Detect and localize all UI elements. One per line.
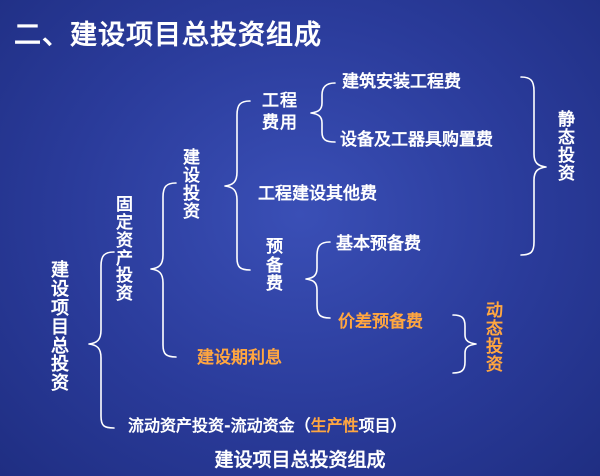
working-capital-highlight: 生产性	[310, 416, 359, 435]
working-capital-prefix: 流动资产投资-流动资金（	[128, 416, 311, 435]
static-investment-brace	[520, 76, 547, 256]
working-capital-node: 流动资产投资-流动资金（生产性项目）	[128, 418, 407, 434]
root-brace	[88, 251, 115, 429]
dynamic-investment-label: 动态投资	[486, 301, 503, 375]
static-investment-node: 静态投资	[558, 110, 582, 184]
reserve-fund-node: 预备费	[266, 238, 290, 294]
working-capital-suffix: 项目）	[358, 416, 407, 435]
static-investment-label: 静态投资	[558, 110, 575, 184]
fixed-assets-brace	[150, 182, 177, 358]
reserve-fund-brace	[305, 241, 331, 319]
fixed-assets-label: 固定资产投资	[116, 195, 133, 305]
price-reserve-node: 价差预备费	[338, 312, 423, 332]
root-label: 建设项目总投资	[51, 260, 69, 395]
reserve-fund-label: 预备费	[266, 237, 283, 295]
dynamic-investment-brace	[452, 314, 477, 374]
dynamic-investment-node: 动态投资	[486, 301, 510, 375]
engineering-cost-node: 工程费用	[256, 90, 304, 134]
engineering-cost-brace	[310, 82, 336, 143]
page-title: 二、建设项目总投资组成	[14, 20, 322, 51]
fixed-assets-node: 固定资产投资	[116, 195, 140, 305]
basic-reserve-node: 基本预备费	[336, 234, 421, 254]
engineering-cost-label: 工程费用	[261, 91, 298, 134]
root-node: 建设项目总投资	[51, 260, 75, 395]
building-install-node: 建筑安装工程费	[342, 72, 461, 92]
other-costs-node: 工程建设其他费	[258, 184, 377, 204]
interest-node: 建设期利息	[197, 348, 282, 368]
equipment-purchase-node: 设备及工器具购置费	[340, 130, 493, 150]
construction-investment-label: 建设投资	[183, 148, 200, 222]
footer-caption: 建设项目总投资组成	[214, 449, 386, 471]
construction-investment-node: 建设投资	[183, 148, 207, 222]
construction-investment-brace	[224, 100, 251, 271]
